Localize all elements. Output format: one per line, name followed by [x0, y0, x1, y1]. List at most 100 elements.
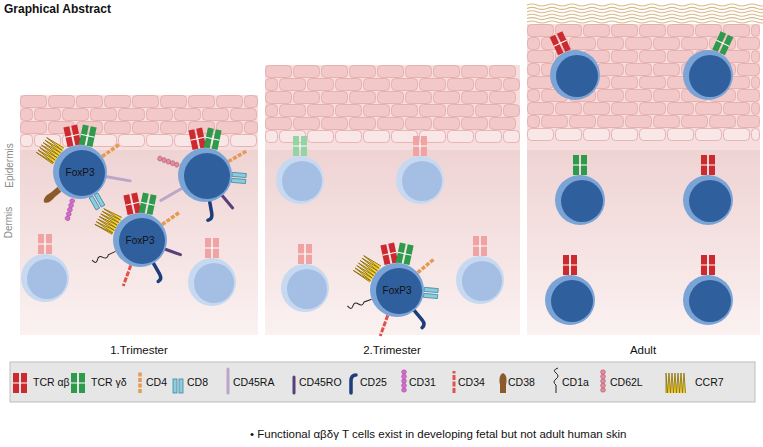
- keratinocyte: [626, 116, 652, 128]
- keratinocyte: [63, 109, 89, 121]
- shape: [102, 144, 120, 157]
- keratinocyte: [21, 109, 33, 121]
- keratinocyte: [668, 103, 694, 115]
- shape: [71, 383, 85, 384]
- shape: [402, 383, 407, 387]
- t-cell-nucleus: [402, 161, 442, 201]
- shape: [601, 370, 606, 374]
- t-cell-nucleus: [561, 180, 603, 222]
- t-cell: [550, 50, 600, 100]
- keratinocyte: [245, 96, 258, 108]
- keratinocyte: [434, 92, 460, 104]
- t-cell: [370, 263, 424, 317]
- t-cell-nucleus: [287, 269, 327, 309]
- receptor: [162, 212, 180, 225]
- panel-label: 2.Trimester: [363, 344, 421, 356]
- keratinocyte: [406, 118, 432, 130]
- keratinocyte: [710, 116, 736, 128]
- receptor: [231, 172, 246, 183]
- shape: [423, 293, 437, 298]
- keratinocyte: [542, 116, 568, 128]
- keratinocyte: [280, 105, 306, 117]
- keratinocyte: [280, 79, 306, 91]
- keratinocyte: [556, 129, 582, 141]
- shape: [162, 212, 180, 225]
- legend-label: CD1a: [562, 376, 589, 388]
- shape: [418, 259, 435, 273]
- keratinocyte: [322, 66, 348, 78]
- layer-label: Epidermis: [4, 143, 15, 187]
- receptor: [396, 243, 414, 265]
- receptor: [205, 238, 219, 258]
- keratinocyte: [364, 131, 390, 143]
- receptor: [228, 369, 229, 393]
- keratinocyte: [696, 25, 722, 37]
- shape: [232, 172, 246, 177]
- receptor: [563, 255, 577, 275]
- receptor: [65, 198, 76, 221]
- keratinocyte: [570, 116, 596, 128]
- shape: [222, 196, 232, 208]
- receptor: [139, 193, 157, 215]
- keratinocyte: [308, 131, 334, 143]
- receptor: [411, 311, 426, 328]
- receptor: [123, 193, 141, 215]
- t-cell-nucleus: [462, 261, 502, 301]
- shape: [179, 379, 183, 393]
- keratinocyte: [217, 96, 243, 108]
- stratum-corneum: [527, 18, 763, 20]
- keratinocyte: [378, 118, 404, 130]
- shape: [402, 379, 407, 383]
- shape: [382, 252, 396, 255]
- receptor: [79, 125, 97, 147]
- receptor: [601, 370, 606, 392]
- treg-cell: FoxP3: [52, 144, 108, 200]
- keratinocyte: [752, 129, 760, 141]
- receptor: [351, 375, 356, 393]
- receptor: [573, 155, 587, 175]
- receptor: [298, 244, 312, 264]
- keratinocyte: [378, 92, 404, 104]
- t-cell-nucleus: [689, 280, 731, 322]
- t-cell: [545, 275, 595, 325]
- shape: [206, 137, 220, 140]
- keratinocyte: [612, 25, 638, 37]
- receptor: [347, 297, 372, 309]
- shape: [165, 249, 180, 254]
- keratinocyte: [105, 96, 131, 108]
- receptor: [173, 379, 183, 393]
- shape: [701, 265, 715, 266]
- receptor: [102, 144, 120, 157]
- shape: [554, 40, 567, 46]
- keratinocyte: [640, 77, 666, 89]
- keratinocyte: [584, 103, 610, 115]
- shape: [563, 265, 577, 266]
- shape: [38, 244, 52, 245]
- legend-label: CD8: [187, 376, 208, 388]
- stratum-corneum: [527, 7, 763, 9]
- t-cell: [178, 148, 232, 202]
- keratinocyte: [654, 38, 680, 50]
- keratinocyte: [738, 38, 760, 50]
- t-cell: [188, 258, 236, 306]
- receptor: [222, 196, 232, 208]
- keratinocyte: [392, 79, 418, 91]
- keratinocyte: [231, 135, 257, 147]
- keratinocyte: [654, 64, 680, 76]
- legend-label: CD45RO: [299, 376, 342, 388]
- caption: • Functional αβδγ T cells exist in devel…: [250, 428, 626, 440]
- receptor: [188, 128, 206, 150]
- keratinocyte: [528, 38, 540, 50]
- keratinocyte: [612, 51, 638, 63]
- keratinocyte: [175, 109, 201, 121]
- panel-label: 1.Trimester: [110, 344, 168, 356]
- shape: [380, 315, 388, 336]
- shape: [298, 254, 312, 255]
- t-cell-nucleus: [689, 55, 731, 97]
- keratinocyte: [91, 109, 117, 121]
- keratinocyte: [420, 105, 446, 117]
- keratinocyte: [322, 92, 348, 104]
- keratinocyte: [598, 90, 624, 102]
- shape: [293, 146, 307, 147]
- keratinocyte: [598, 116, 624, 128]
